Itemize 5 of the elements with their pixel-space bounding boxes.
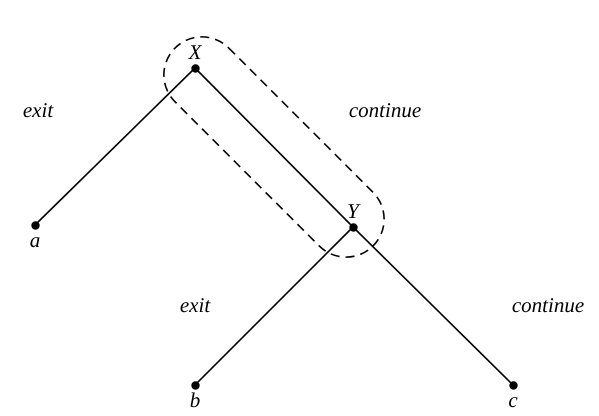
node-label: b <box>188 390 202 410</box>
node-label: c <box>507 390 519 410</box>
node-label: a <box>28 230 42 250</box>
node-label: Y <box>346 201 362 221</box>
node-label: X <box>187 42 203 62</box>
